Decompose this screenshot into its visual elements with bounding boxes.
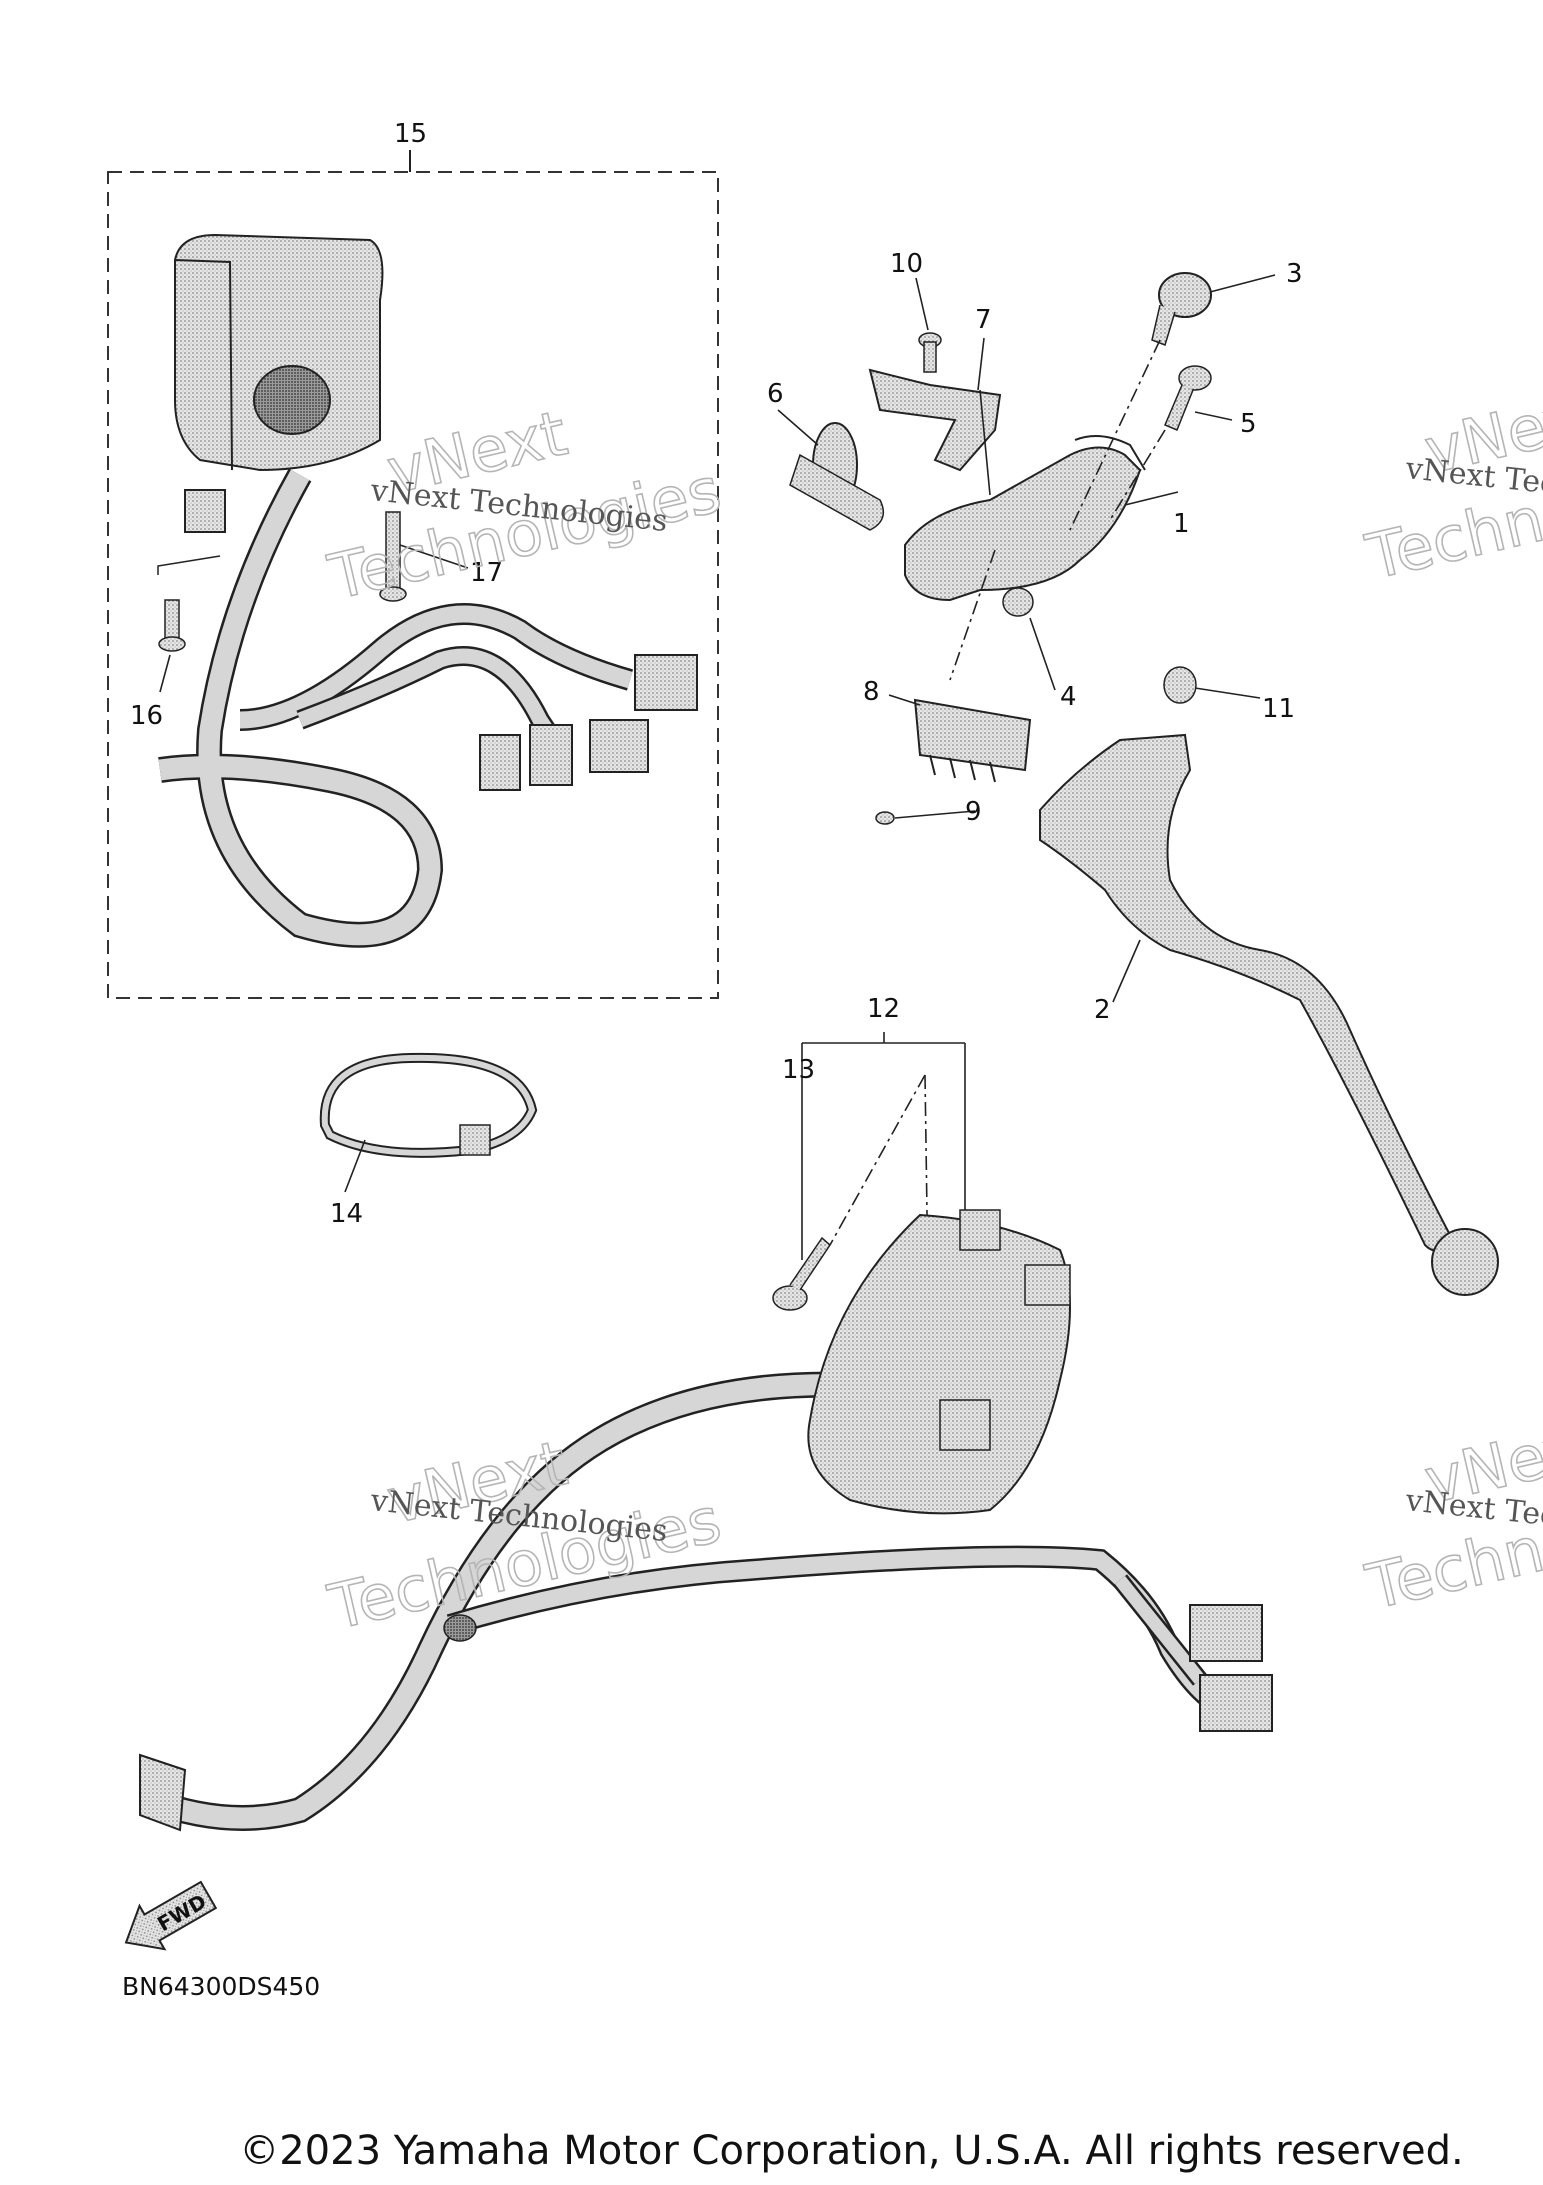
callout-4: 4 — [1060, 682, 1077, 712]
callout-13: 13 — [782, 1055, 815, 1085]
bolt-3 — [1151, 272, 1212, 346]
collar-4 — [1002, 587, 1034, 617]
callout-16: 16 — [130, 701, 163, 731]
callout-11: 11 — [1262, 694, 1295, 724]
callout-17: 17 — [470, 558, 503, 588]
leader-lines — [159, 274, 1276, 1260]
screw-9 — [875, 811, 895, 825]
lever-holder-1 — [904, 435, 1146, 602]
handlebar-switch-12 — [139, 1209, 1273, 1832]
screw-17 — [379, 511, 407, 602]
callout-5: 5 — [1240, 409, 1257, 439]
callout-14: 14 — [330, 1199, 363, 1229]
bolt-5 — [1164, 365, 1212, 431]
callout-3: 3 — [1286, 259, 1303, 289]
callout-8: 8 — [863, 677, 880, 707]
copyright-footer: ©2023 Yamaha Motor Corporation, U.S.A. A… — [0, 2128, 1543, 2174]
switch-8 — [913, 698, 1032, 783]
callout-6: 6 — [767, 379, 784, 409]
callout-7: 7 — [975, 305, 992, 335]
diagram-code: BN64300DS450 — [122, 1972, 320, 2001]
callout-10: 10 — [890, 249, 923, 279]
cable-band-14 — [319, 1052, 538, 1158]
callout-2: 2 — [1094, 995, 1111, 1025]
assembly-box-15 — [107, 171, 719, 999]
callout-9: 9 — [965, 797, 982, 827]
callout-labels: 1 2 3 4 5 6 7 8 9 10 11 12 13 14 15 16 1… — [130, 119, 1303, 1229]
copyright-text: ©2023 Yamaha Motor Corporation, U.S.A. A… — [239, 2128, 1464, 2174]
screw-16 — [157, 555, 221, 652]
fwd-arrow-icon: FWD — [124, 1880, 218, 1951]
collar-11 — [1163, 666, 1197, 704]
bolt-13 — [772, 1236, 831, 1311]
callout-1: 1 — [1173, 509, 1190, 539]
switch-assembly-15 — [158, 233, 698, 948]
callout-15: 15 — [394, 119, 427, 149]
screw-10 — [918, 332, 942, 373]
adjuster-6 — [789, 422, 885, 531]
bracket-7 — [868, 368, 1002, 472]
lever-2 — [1039, 733, 1499, 1296]
callout-12: 12 — [867, 994, 900, 1024]
